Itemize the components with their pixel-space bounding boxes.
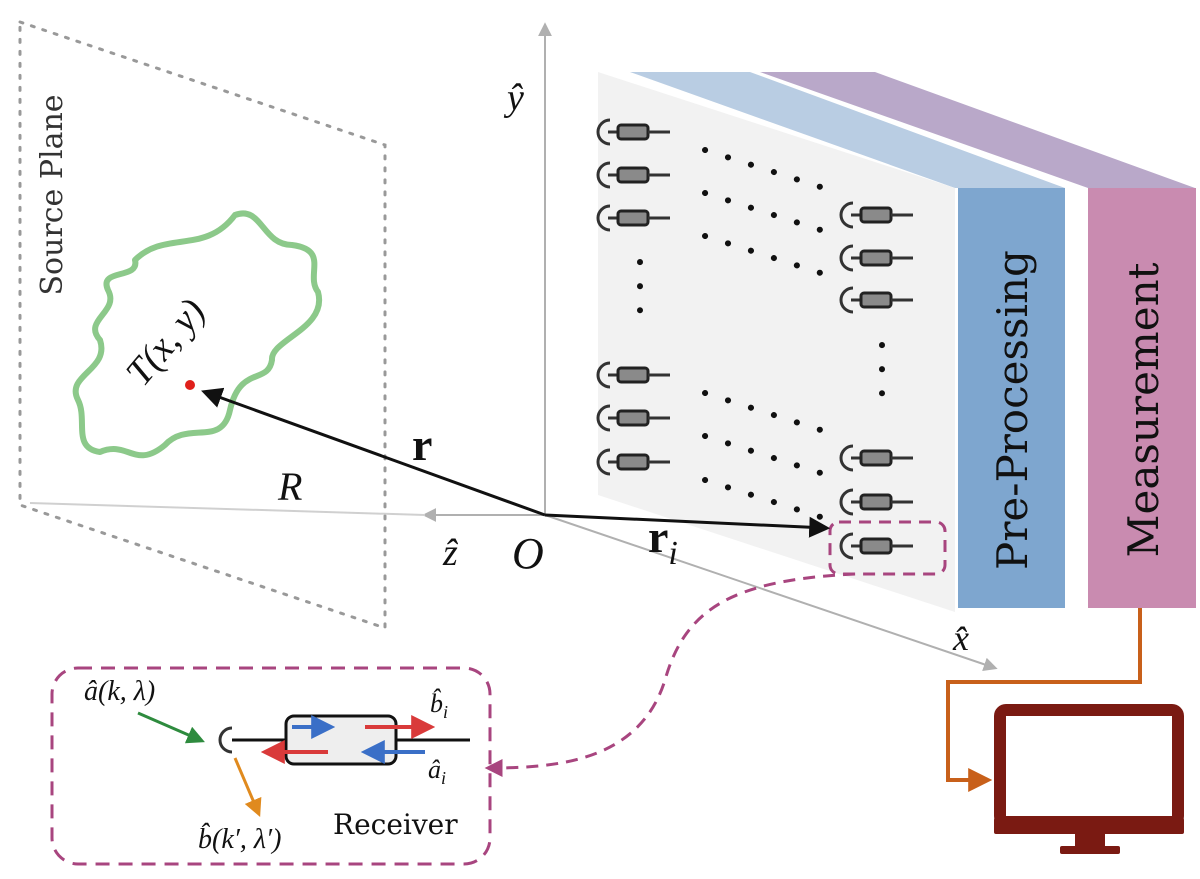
measurement-cable — [946, 608, 1142, 792]
source-object-outline — [72, 210, 323, 459]
source-plane-outline — [18, 19, 387, 631]
pre-processing-label: Pre-Processing — [988, 250, 1037, 570]
source-point — [185, 380, 195, 390]
zoom-link-path — [484, 572, 856, 777]
input-mode-label: â(k, λ) — [84, 676, 155, 707]
y-axis-label: ŷ — [503, 77, 524, 119]
measurement-top-face — [760, 72, 1195, 188]
origin-label: O — [512, 529, 544, 578]
measurement-label: Measurement — [1119, 262, 1168, 557]
monitor-icon — [994, 704, 1184, 854]
vector-ri — [544, 513, 831, 538]
vector-r — [201, 387, 546, 517]
output-mode-label: b̂(k′, λ′) — [198, 823, 281, 855]
receiver-caption: Receiver — [333, 808, 458, 841]
output-mode-arrow — [233, 757, 262, 817]
distance-label: R — [277, 464, 302, 509]
vector-ri-label: ri — [648, 511, 678, 572]
receiver-detail-box — [50, 666, 492, 866]
array-ellipsis-dots — [637, 147, 885, 523]
pre-processing-top-face — [630, 72, 1065, 188]
port-a-label: âi — [428, 755, 446, 788]
receiver-detector-icon — [218, 726, 233, 754]
source-plane-label: Source Plane — [35, 94, 70, 295]
target-function-label: T(x, y) — [118, 291, 214, 394]
port-b-label: b̂i — [430, 689, 448, 722]
distance-line — [29, 502, 426, 516]
input-mode-arrow — [137, 711, 205, 744]
x-axis — [544, 514, 998, 672]
beam-splitter-box — [284, 714, 398, 766]
selected-receiver-highlight — [828, 520, 947, 576]
z-axis-label: ẑ — [442, 532, 459, 574]
pre-processing-block — [958, 188, 1065, 608]
x-axis-label: x̂ — [952, 618, 969, 658]
vector-r-label: r — [412, 419, 432, 470]
measurement-block — [1088, 188, 1196, 608]
